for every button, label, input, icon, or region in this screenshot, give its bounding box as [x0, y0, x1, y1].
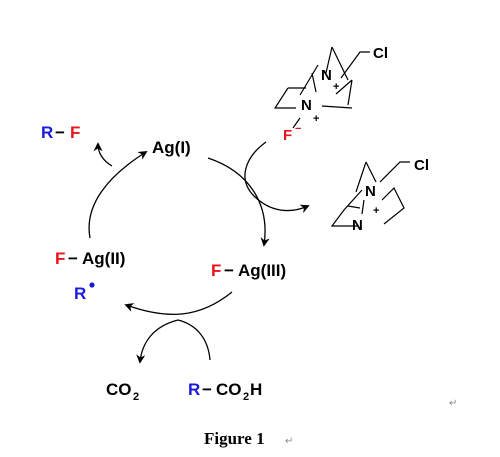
radical-dot: [89, 282, 95, 288]
reagent-f: F: [283, 127, 292, 144]
ag-ii-dash: −: [68, 249, 78, 268]
byproduct-n-bottom: N: [352, 217, 363, 234]
co2-label: CO 2: [106, 380, 139, 403]
carboxylic-acid-label: R − CO 2 H: [188, 380, 262, 403]
caption-paragraph-mark: ↵: [285, 436, 293, 447]
radical-r: R: [74, 284, 86, 303]
paragraph-mark: ↵: [449, 398, 457, 409]
product-r: R: [41, 123, 53, 142]
reagent-n-top: N: [321, 67, 332, 84]
arrow-agii-to-agi: [88, 151, 148, 239]
selectfluor-reagent: N + N + Cl F −: [273, 45, 388, 144]
arrow-to-product: [93, 142, 113, 167]
reagent-cage-bonds: [273, 46, 370, 109]
product-rf: R − F: [41, 123, 80, 142]
reagent-n-bottom-charge: +: [313, 113, 319, 125]
product-f: F: [70, 123, 80, 142]
acid-h: H: [250, 380, 262, 399]
arrow-acid-in: [177, 319, 211, 361]
arrow-agiii-to-agii: [124, 291, 233, 315]
arrow-agi-to-agiii: [207, 157, 270, 247]
f-ag-ii-label: F − Ag(II): [55, 249, 125, 268]
ag-i-label: Ag(I): [152, 138, 191, 157]
reagent-n-top-charge: +: [333, 81, 339, 93]
arrow-co2-out: [136, 319, 179, 364]
byproduct-n-top: N: [365, 183, 376, 200]
ag-iii: Ag(III): [238, 261, 286, 280]
reagent-cl: Cl: [373, 45, 388, 62]
acid-r: R: [188, 380, 200, 399]
ag-ii: Ag(II): [82, 249, 125, 268]
byproduct-cl: Cl: [414, 157, 429, 174]
acid-subscript: 2: [243, 391, 249, 403]
co2-subscript: 2: [133, 391, 139, 403]
reagent-f-bond: [292, 117, 301, 129]
ag-ii-f: F: [55, 249, 65, 268]
ag-iii-dash: −: [224, 261, 234, 280]
co2-text: CO: [106, 380, 132, 399]
product-dash: −: [55, 123, 65, 142]
acid-co: CO: [216, 380, 242, 399]
acid-dash: −: [202, 380, 212, 399]
arrow-reagent-in: [244, 141, 267, 197]
arrow-byproduct-out: [253, 195, 310, 214]
ag-iii-f: F: [211, 261, 221, 280]
byproduct-cage: N N + Cl: [330, 157, 429, 234]
reagent-f-charge: −: [295, 123, 301, 135]
byproduct-n-charge: +: [373, 205, 379, 217]
f-ag-iii-label: F − Ag(III): [211, 261, 286, 280]
alkyl-radical: R: [74, 282, 95, 303]
byproduct-cage-bonds: [330, 161, 410, 227]
reagent-n-bottom: N: [301, 97, 312, 114]
figure-caption: Figure 1: [204, 429, 265, 448]
